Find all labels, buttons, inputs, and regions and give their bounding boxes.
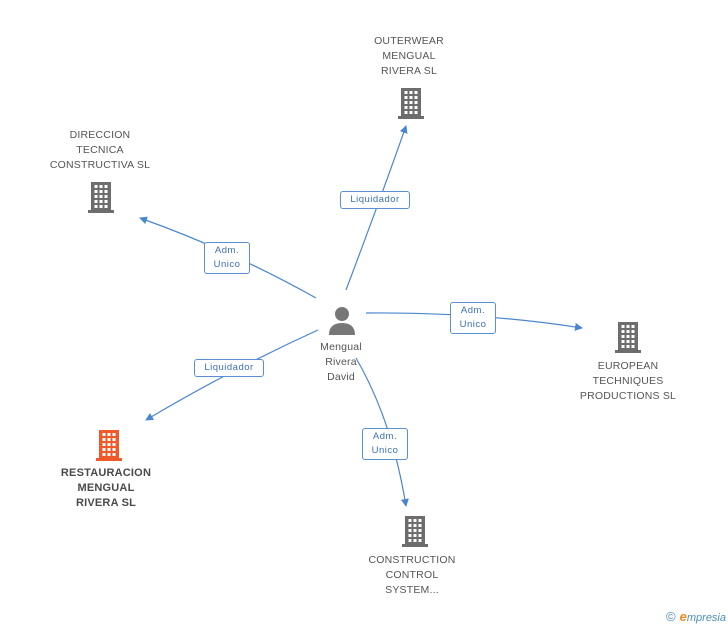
- edge-label-european: Adm. Unico: [450, 302, 496, 334]
- company-label-restauracion[interactable]: RESTAURACION MENGUAL RIVERA SL: [60, 467, 152, 509]
- edge-construction: [355, 357, 409, 507]
- person-name[interactable]: Mengual Rivera David: [320, 341, 362, 383]
- edge-label-outerwear: Liquidador: [340, 191, 410, 209]
- edge-label-construction: Adm. Unico: [362, 428, 408, 460]
- edge-label-direccion: Adm. Unico: [204, 242, 250, 274]
- building-icon[interactable]: [613, 320, 643, 354]
- empresia-logo[interactable]: empresia: [679, 609, 726, 624]
- copyright-symbol: ©: [666, 609, 676, 624]
- edge-label-restauracion: Liquidador: [194, 359, 264, 377]
- building-icon[interactable]: [94, 428, 124, 462]
- building-icon[interactable]: [400, 514, 430, 548]
- building-icon[interactable]: [396, 86, 426, 120]
- footer-brand: © empresia: [666, 609, 726, 624]
- company-label-direccion[interactable]: DIRECCION TECNICA CONSTRUCTIVA SL: [49, 129, 151, 171]
- building-icon[interactable]: [86, 180, 116, 214]
- company-label-construction[interactable]: CONSTRUCTION CONTROL SYSTEM...: [368, 554, 456, 596]
- person-icon[interactable]: [327, 305, 357, 335]
- company-label-european[interactable]: EUROPEAN TECHNIQUES PRODUCTIONS SL: [579, 360, 677, 402]
- company-label-outerwear[interactable]: OUTERWEAR MENGUAL RIVERA SL: [374, 35, 444, 77]
